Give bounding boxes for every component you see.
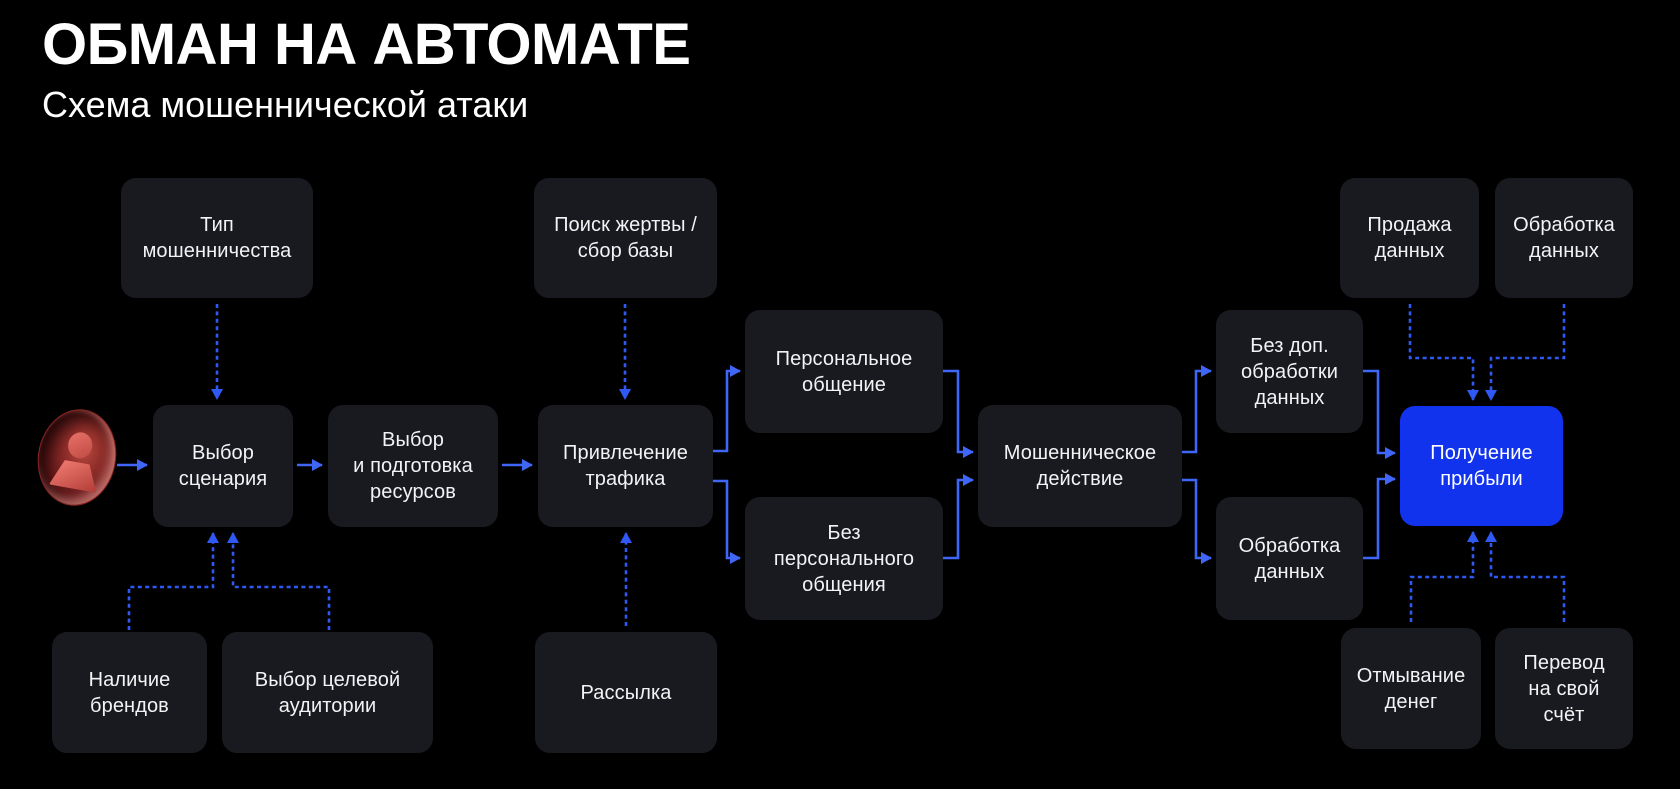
avatar-head — [66, 430, 95, 461]
node-privlechenie-trafika: Привлечение трафика — [538, 405, 713, 527]
person-avatar-icon — [30, 402, 124, 513]
node-poluchenie-pribyli: Получение прибыли — [1400, 406, 1563, 526]
node-label: Отмывание денег — [1356, 664, 1466, 713]
node-label: Без доп. обработки данных — [1241, 334, 1338, 409]
connector-prodazha-dannykh-to-poluchenie-pribyli — [1408, 304, 1479, 401]
connector-moshennicheskoe-to-obrabotka-dannykh — [1182, 478, 1212, 564]
node-otmyvanie-deneg: Отмывание денег — [1341, 628, 1481, 749]
node-rassylka: Рассылка — [535, 632, 717, 753]
connector-nalichie-brendov-to-vybor-scenariya — [127, 532, 219, 630]
node-label: Получение прибыли — [1430, 442, 1533, 490]
node-label: Обработка данных — [1238, 534, 1341, 583]
connector-privlechenie-to-personalnoe — [713, 365, 741, 453]
node-label: Мошенническое действие — [1003, 442, 1157, 490]
connector-obrabotka-dannykh-to-poluchenie-pribyli — [1363, 473, 1396, 560]
node-tip-moshennichestva: Тип мошенничества — [121, 178, 313, 298]
connector-obrabotka-dannykh-top-to-poluchenie-pribyli — [1485, 304, 1566, 401]
node-label: Перевод на свой счёт — [1523, 651, 1605, 726]
node-personalnoe-obshchenie: Персональное общение — [745, 310, 943, 433]
connector-bez-dop-obrabotki-to-poluchenie-pribyli — [1363, 369, 1396, 459]
node-label: Обработка данных — [1513, 214, 1615, 262]
node-label: Персональное общение — [775, 347, 913, 396]
node-vybor-scenariya: Выбор сценария — [153, 405, 293, 527]
page-subtitle: Схема мошеннической атаки — [42, 84, 529, 125]
connector-bez-personalnogo-to-moshennicheskoe — [943, 474, 974, 560]
connector-vybor-auditorii-to-vybor-scenariya — [227, 532, 331, 630]
page-title: ОБМАН НА АВТОМАТЕ — [42, 12, 691, 77]
node-label: Без персонального общения — [773, 521, 915, 596]
node-vybor-podgotovka-resursov: Выбор и подготовка ресурсов — [328, 405, 498, 527]
node-vybor-celevoy-auditorii: Выбор целевой аудитории — [222, 632, 433, 753]
node-label: Продажа данных — [1367, 214, 1452, 262]
avatar-body — [49, 458, 101, 493]
node-label: Тип мошенничества — [142, 214, 292, 262]
avatar-disc — [30, 402, 124, 513]
node-obrabotka-dannykh-mid: Обработка данных — [1216, 497, 1363, 620]
connector-privlechenie-to-bez-personalnogo — [713, 479, 741, 564]
node-label: Выбор целевой аудитории — [254, 668, 401, 717]
node-label: Привлечение трафика — [563, 442, 688, 490]
node-prodazha-dannykh: Продажа данных — [1340, 178, 1479, 298]
connector-moshennicheskoe-to-bez-dop-obrabotki — [1182, 365, 1212, 454]
node-bez-dop-obrabotki-dannykh: Без доп. обработки данных — [1216, 310, 1363, 433]
node-label: Выбор сценария — [178, 442, 268, 490]
node-perevod-na-svoy-schet: Перевод на свой счёт — [1495, 628, 1633, 749]
node-label: Поиск жертвы / сбор базы — [554, 214, 697, 262]
node-label: Выбор и подготовка ресурсов — [353, 429, 473, 503]
node-moshennicheskoe-deystvie: Мошенническое действие — [978, 405, 1182, 527]
node-label: Рассылка — [580, 681, 672, 704]
connector-otmyvanie-deneg-to-poluchenie-pribyli — [1409, 531, 1479, 622]
connector-perevod-na-schet-to-poluchenie-pribyli — [1485, 531, 1566, 622]
node-poisk-zhertvy: Поиск жертвы / сбор базы — [534, 178, 717, 298]
node-bez-personalnogo: Без персонального общения — [745, 497, 943, 620]
node-label: Наличие брендов — [88, 668, 171, 717]
connector-personalnoe-to-moshennicheskoe — [943, 369, 974, 458]
node-obrabotka-dannykh-top: Обработка данных — [1495, 178, 1633, 298]
node-nalichie-brendov: Наличие брендов — [52, 632, 207, 753]
